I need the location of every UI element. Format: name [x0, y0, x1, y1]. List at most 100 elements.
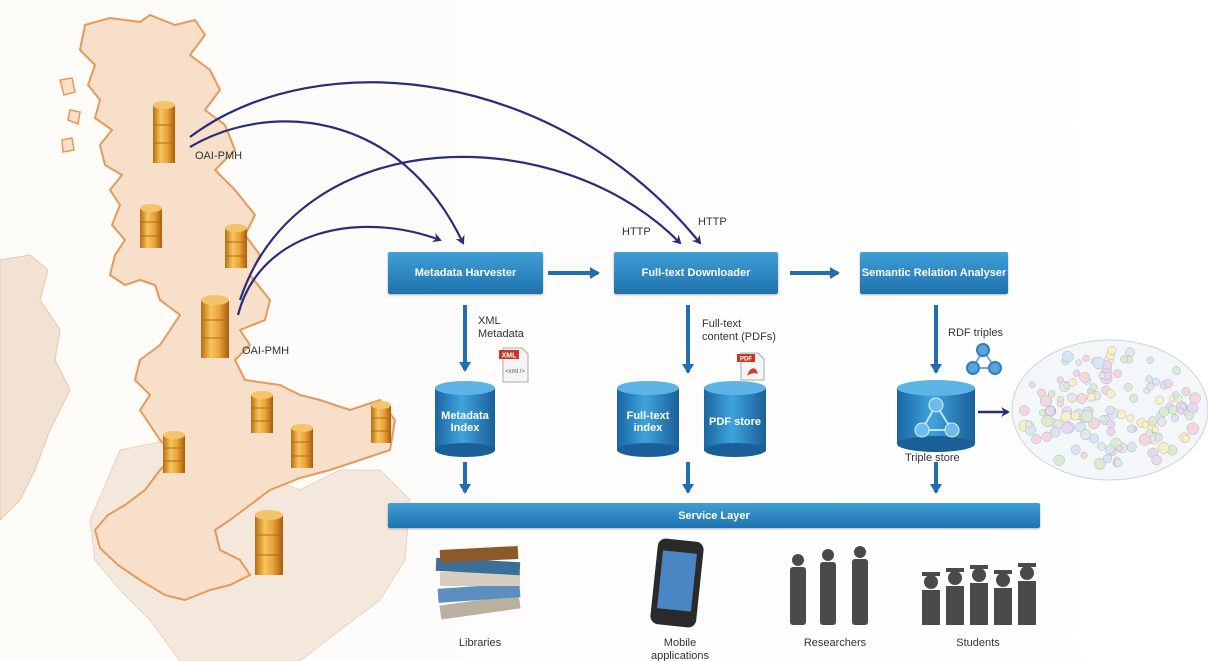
- cloud-node: [1086, 392, 1096, 402]
- repository-barrel-icon: [140, 204, 162, 248]
- fulltext-label-line1: Full-text: [702, 318, 742, 330]
- repository-barrel-icon: [163, 431, 185, 473]
- cloud-node: [1045, 405, 1055, 416]
- cloud-node: [1182, 434, 1190, 443]
- cloud-node: [1056, 376, 1064, 384]
- oai-pmh-label-2: OAI-PMH: [242, 345, 290, 357]
- cloud-node: [1079, 371, 1091, 383]
- cloud-node: [1070, 444, 1081, 455]
- triple-store-label: Triple store: [905, 452, 960, 464]
- arc-http-to-downloader-2: [238, 155, 682, 301]
- cloud-node: [1107, 345, 1117, 355]
- cloud-node: [1097, 442, 1106, 451]
- repository-barrel-icon: [201, 295, 229, 358]
- consumer-label-libraries: Libraries: [458, 637, 502, 649]
- cloud-node: [1129, 393, 1139, 403]
- europe-landmass: [0, 254, 71, 521]
- cloud-node: [1041, 415, 1054, 427]
- http-label-right: HTTP: [698, 216, 727, 228]
- fulltext-downloader-box: Full-text Downloader: [614, 252, 778, 294]
- pdf-file-tag: PDF: [740, 357, 752, 363]
- cloud-node: [1163, 379, 1173, 389]
- cloud-node: [1103, 454, 1113, 464]
- cloud-node: [1157, 417, 1167, 427]
- cloud-node: [1151, 426, 1159, 433]
- cloud-node: [1070, 411, 1081, 421]
- cloud-node: [1098, 372, 1106, 379]
- researchers-silhouette-icon: [790, 546, 868, 625]
- cloud-node: [1146, 382, 1155, 391]
- cloud-node: [1019, 405, 1030, 416]
- oai-pmh-label-1: OAI-PMH: [195, 150, 243, 162]
- fulltext-content-label: Full-text content (PDFs): [702, 318, 776, 343]
- cloud-node: [1106, 427, 1116, 436]
- cloud-node: [1094, 457, 1106, 470]
- repository-barrel-icon: [371, 401, 391, 443]
- triple-store-cylinder: [897, 380, 975, 452]
- metadata-index-line1: Metadata: [441, 410, 489, 422]
- semantic-relation-analyser-box: Semantic Relation Analyser: [860, 252, 1008, 294]
- cloud-node: [1080, 429, 1092, 441]
- cloud-node: [1049, 426, 1061, 438]
- linked-data-cloud: [1011, 339, 1208, 481]
- cloud-node: [1151, 455, 1162, 466]
- cloud-node: [1041, 431, 1052, 442]
- cloud-node: [1105, 405, 1115, 415]
- metadata-index-label: Metadata Index: [435, 400, 495, 444]
- cloud-node: [1145, 375, 1153, 383]
- arc-oai-to-harvester: [189, 120, 465, 245]
- xml-file-icon: XML <xml />: [499, 347, 529, 383]
- libraries-books-icon: [435, 545, 521, 620]
- metadata-harvester-box: Metadata Harvester: [388, 252, 543, 294]
- cloud-node: [1189, 392, 1201, 405]
- rdf-triples-label: RDF triples: [948, 327, 1004, 339]
- cloud-node: [1061, 422, 1073, 434]
- cloud-node: [1089, 433, 1099, 444]
- cloud-node: [1172, 391, 1180, 399]
- cloud-node: [1120, 355, 1128, 364]
- cloud-node: [1138, 433, 1151, 446]
- consumer-label-mobile: Mobile applications: [650, 637, 710, 661]
- rdf-triple-icon: [966, 343, 1002, 375]
- cloud-node: [1053, 454, 1065, 466]
- cloud-node: [1184, 411, 1194, 421]
- cloud-node: [1181, 387, 1191, 396]
- pdf-file-icon: PDF: [737, 352, 765, 381]
- vertical-arrows: [459, 305, 942, 494]
- cloud-node: [1099, 415, 1107, 423]
- xml-file-body: <xml />: [505, 369, 525, 375]
- repository-barrel-icon: [291, 424, 313, 468]
- repository-barrel-icon: [251, 391, 273, 433]
- fulltext-index-line1: Full-text: [626, 410, 670, 422]
- cloud-node: [1172, 366, 1181, 375]
- cloud-node: [1147, 416, 1158, 426]
- cloud-node: [1186, 422, 1200, 435]
- cloud-node: [1127, 424, 1136, 433]
- cloud-node: [1113, 369, 1122, 378]
- cloud-node: [1039, 394, 1052, 407]
- metadata-index-line2: Index: [450, 422, 480, 434]
- mobile-phone-icon: [650, 538, 704, 628]
- fulltext-label-line2: content (PDFs): [702, 330, 776, 343]
- fulltext-index-line2: index: [633, 422, 663, 434]
- cloud-node: [1157, 442, 1170, 454]
- arc-http-to-downloader: [189, 81, 702, 245]
- fulltext-index-cylinder: [617, 381, 679, 457]
- cloud-node: [1170, 414, 1179, 423]
- xml-metadata-label: XML Metadata: [478, 315, 524, 340]
- pdf-store-cylinder: [704, 381, 766, 457]
- fulltext-index-label: Full-text index: [617, 400, 679, 444]
- cloud-node: [1075, 359, 1082, 366]
- repository-barrel-icon: [153, 101, 175, 163]
- cloud-node: [1068, 378, 1077, 387]
- cloud-node: [1145, 429, 1153, 437]
- cloud-node: [1102, 360, 1112, 370]
- cloud-node: [1152, 377, 1161, 386]
- repository-barrel-icon: [225, 224, 247, 268]
- cloud-node: [1105, 444, 1115, 454]
- cloud-node: [1124, 382, 1133, 392]
- arc-oai-to-harvester-2: [236, 225, 442, 316]
- repository-barrel-icon: [255, 510, 283, 575]
